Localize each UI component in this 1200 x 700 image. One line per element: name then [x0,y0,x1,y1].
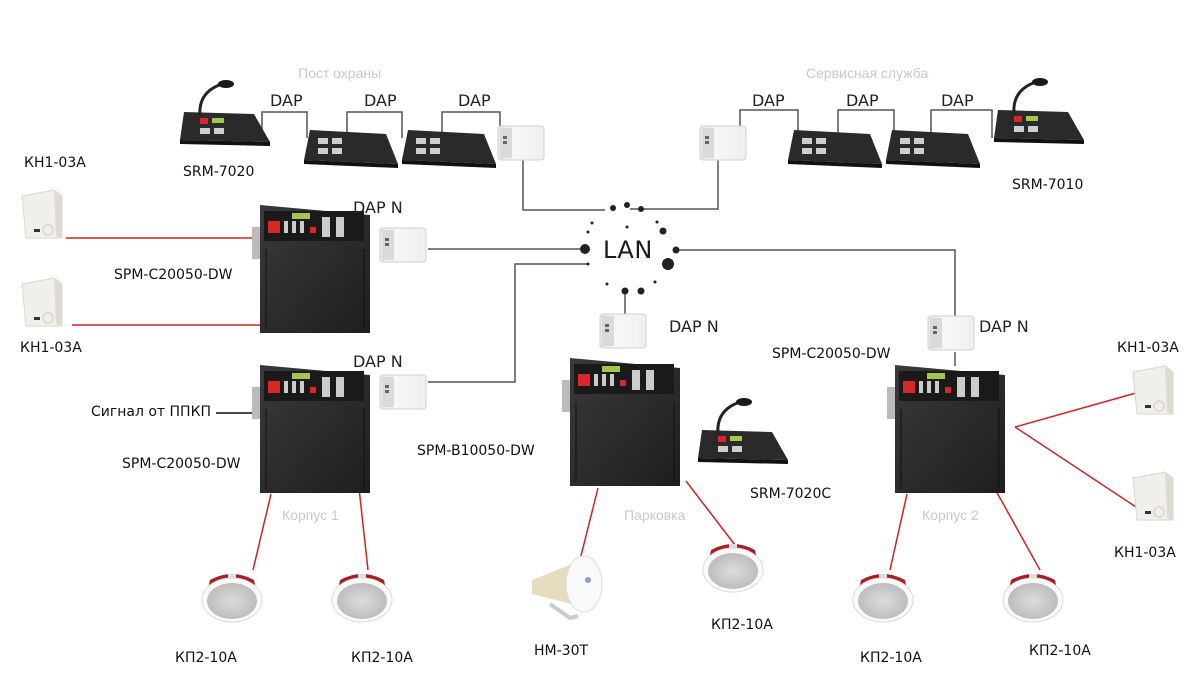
zone-building2: Корпус 2 [922,507,979,523]
spm-b10050-dw-label: SPM-B10050-DW [417,443,535,459]
lan-dot [605,282,609,286]
kh1-03a-label: КН1-03А [24,155,86,171]
hm-30t-label: НМ-30Т [534,643,589,659]
lan-link-service [630,160,719,210]
dap-label: DAP [364,91,397,110]
dap-link-5 [837,109,895,138]
kp2-10a-label: КП2-10А [175,650,237,666]
kp2-10a-ceiling-speaker [702,543,764,593]
kp2-10a-label: КП2-10А [860,650,922,666]
srm-7010-mic-station [992,76,1086,146]
lan-dot [624,202,630,208]
lan-dot [586,262,590,266]
dap-n-label: DAP N [353,352,403,371]
kp2-10a-label: КП2-10А [1029,643,1091,659]
speaker-line-b2-kh1-top [1014,392,1137,428]
dap-link-1 [261,111,308,138]
dap-keypad [886,130,980,168]
lan-label: LAN [603,236,653,264]
lan-link-building1b [428,263,588,383]
dap-n-unit [497,125,545,161]
kh1-03a-label: КН1-03А [1117,340,1179,356]
dap-link-6 [930,109,993,138]
kp2-10a-label: КП2-10А [711,617,773,633]
dap-n-label: DAP N [353,198,403,217]
srm-7010-label: SRM-7010 [1012,177,1084,193]
srm-7020c-mic-station [696,396,790,466]
dap-label: DAP [941,91,974,110]
lan-dot [638,206,644,212]
kp2-10a-ceiling-speaker [201,573,263,623]
zone-building1: Корпус 1 [282,507,339,523]
spm-c20050-dw-amplifier [886,364,1006,494]
kp2-10a-ceiling-speaker [852,573,914,623]
kp2-10a-label: КП2-10А [351,650,413,666]
dap-n-unit [927,315,975,351]
spm-b10050-dw-amplifier [561,357,681,487]
speaker-line-b2-left [889,493,908,571]
spm-c20050-dw-amplifier [251,204,371,334]
dap-keypad [304,130,398,168]
speaker-line-b2-kh1-bottom [1014,426,1137,508]
kh1-03a-label: КН1-03А [1114,545,1176,561]
dap-keypad [402,130,496,168]
lan-dot [610,205,616,211]
kh1-03a-label: КН1-03А [20,340,82,356]
dap-n-unit [699,125,747,161]
zone-parking: Парковка [624,507,686,523]
kh1-03a-wall-speaker [1132,471,1174,521]
lan-link-security [522,160,605,211]
dap-label: DAP [458,91,491,110]
lan-dot [621,287,629,295]
srm-7020-mic-station [178,78,272,148]
speaker-lines [66,237,1137,571]
spm-c20050-dw-label: SPM-C20050-DW [122,456,241,472]
dap-link-2 [346,111,403,138]
dap-label: DAP [270,91,303,110]
speaker-line-b1-left [252,493,272,571]
lan-dot [672,246,680,254]
zone-security-post: Пост охраны [298,65,382,81]
speaker-line-parking-right [685,480,736,546]
dap-link-4 [739,109,799,138]
lan-dot [586,230,590,234]
lan-dot [659,227,667,235]
dap-n-unit [599,313,647,349]
lan-dot [655,220,659,224]
dap-link-3 [441,111,501,138]
dap-n-unit [379,374,427,410]
kh1-03a-wall-speaker [1132,365,1174,415]
dap-label: DAP [752,91,785,110]
lan-dot [662,258,674,270]
kh1-03a-wall-speaker [21,189,63,239]
zone-service: Сервисная служба [806,65,929,81]
dap-n-label: DAP N [979,317,1029,336]
lan-dot [637,287,645,295]
fire-signal-label: Сигнал от ППКП [91,404,212,420]
dap-label: DAP [846,91,879,110]
lan-link-building2 [676,249,956,318]
kp2-10a-ceiling-speaker [331,573,393,623]
dap-n-label: DAP N [669,317,719,336]
spm-c20050-dw-label: SPM-C20050-DW [114,267,233,283]
lan-dot [653,280,657,284]
dap-keypad [788,130,882,168]
lan-dot [580,244,590,254]
speaker-line-parking-left [579,487,599,561]
lan-hub [580,202,680,295]
spm-c20050-dw-amplifier [251,364,371,494]
kp2-10a-ceiling-speaker [1002,573,1064,623]
hm-30t-horn-speaker [532,555,603,621]
speaker-line-b2-right [994,488,1041,571]
srm-7020c-label: SRM-7020C [750,486,832,502]
srm-7020-label: SRM-7020 [183,164,255,180]
spm-c20050-dw-label: SPM-C20050-DW [772,346,891,362]
dap-n-unit [379,227,427,263]
speaker-line-b1-right [358,487,369,571]
lan-dot [590,221,594,225]
lan-dot [625,225,629,229]
kh1-03a-wall-speaker [21,277,63,327]
